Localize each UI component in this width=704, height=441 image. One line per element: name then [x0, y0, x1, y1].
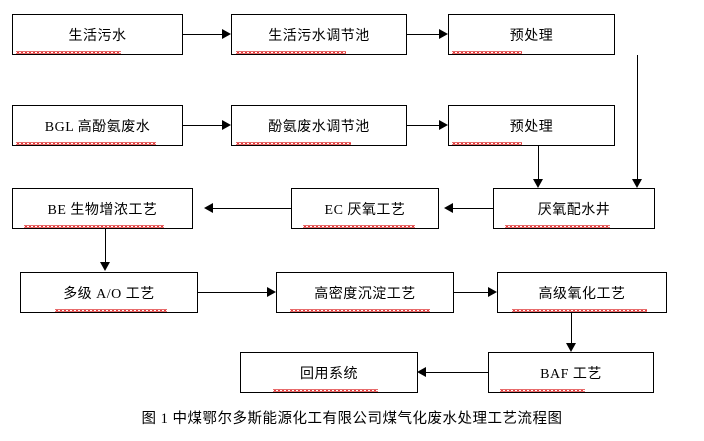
spellcheck-underline: [24, 225, 164, 228]
spellcheck-underline: [16, 51, 121, 54]
node-label: BE 生物增浓工艺: [47, 202, 158, 218]
node-label: 生活污水调节池: [268, 28, 370, 44]
arrow-head-left: [444, 203, 453, 213]
connector-line: [454, 292, 489, 293]
spellcheck-underline: [236, 51, 346, 54]
connector-line: [538, 146, 539, 181]
spellcheck-underline: [505, 225, 610, 228]
arrow-head-right: [267, 287, 276, 297]
connector-line: [212, 208, 291, 209]
spellcheck-underline: [55, 309, 167, 312]
connector-line: [637, 55, 638, 181]
spellcheck-underline: [452, 51, 522, 54]
connector-line: [198, 292, 268, 293]
spellcheck-underline: [500, 389, 585, 392]
node-label: BAF 工艺: [540, 366, 602, 382]
connector-line: [105, 229, 106, 263]
connector-line: [425, 372, 488, 373]
spellcheck-underline: [273, 389, 378, 392]
node-anaerobic-water-well[interactable]: 厌氧配水井: [493, 188, 655, 229]
node-label: 酚氨废水调节池: [268, 119, 370, 135]
arrow-head-down: [533, 179, 543, 188]
node-label: 多级 A/O 工艺: [63, 286, 155, 302]
spellcheck-underline: [236, 142, 351, 145]
node-label: 回用系统: [300, 366, 358, 382]
node-multistage-ao[interactable]: 多级 A/O 工艺: [20, 272, 198, 313]
spellcheck-underline: [512, 309, 647, 312]
node-label: EC 厌氧工艺: [324, 202, 406, 218]
spellcheck-underline: [452, 142, 522, 145]
node-label: 厌氧配水井: [537, 202, 611, 218]
arrow-head-down: [100, 262, 110, 271]
node-be-bio-enrichment[interactable]: BE 生物增浓工艺: [12, 188, 193, 229]
arrow-head-right: [222, 29, 231, 39]
node-baf-process[interactable]: BAF 工艺: [488, 352, 654, 393]
node-label: 高密度沉淀工艺: [314, 286, 416, 302]
node-domestic-sewage[interactable]: 生活污水: [12, 14, 183, 55]
node-reuse-system[interactable]: 回用系统: [240, 352, 418, 393]
arrow-head-down: [632, 179, 642, 188]
node-pretreatment-2[interactable]: 预处理: [448, 105, 615, 146]
node-domestic-regulating[interactable]: 生活污水调节池: [231, 14, 407, 55]
arrow-head-left: [204, 203, 213, 213]
node-ec-anaerobic[interactable]: EC 厌氧工艺: [291, 188, 439, 229]
node-label: 预处理: [509, 119, 554, 135]
connector-line: [452, 208, 493, 209]
node-high-density-settling[interactable]: 高密度沉淀工艺: [276, 272, 454, 313]
node-phenol-regulating[interactable]: 酚氨废水调节池: [231, 105, 407, 146]
connector-line: [407, 125, 440, 126]
connector-line: [407, 34, 440, 35]
node-bgl-phenol-ammonia[interactable]: BGL 高酚氨废水: [12, 105, 183, 146]
node-pretreatment-1[interactable]: 预处理: [448, 14, 615, 55]
connector-line: [183, 34, 223, 35]
arrow-head-right: [439, 29, 448, 39]
arrow-head-right: [222, 120, 231, 130]
arrow-head-down: [566, 343, 576, 352]
figure-caption: 图 1 中煤鄂尔多斯能源化工有限公司煤气化废水处理工艺流程图: [141, 411, 563, 427]
connector-line: [183, 125, 223, 126]
spellcheck-underline: [303, 225, 415, 228]
arrow-head-right: [488, 287, 497, 297]
arrow-head-right: [439, 120, 448, 130]
node-label: 生活污水: [68, 28, 127, 44]
node-label: 预处理: [509, 28, 554, 44]
spellcheck-underline: [290, 309, 430, 312]
spellcheck-underline: [16, 142, 156, 145]
connector-line: [571, 313, 572, 344]
arrow-head-left: [417, 367, 426, 377]
node-label: BGL 高酚氨废水: [44, 119, 151, 135]
node-advanced-oxidation[interactable]: 高级氧化工艺: [497, 272, 667, 313]
node-label: 高级氧化工艺: [538, 286, 626, 302]
